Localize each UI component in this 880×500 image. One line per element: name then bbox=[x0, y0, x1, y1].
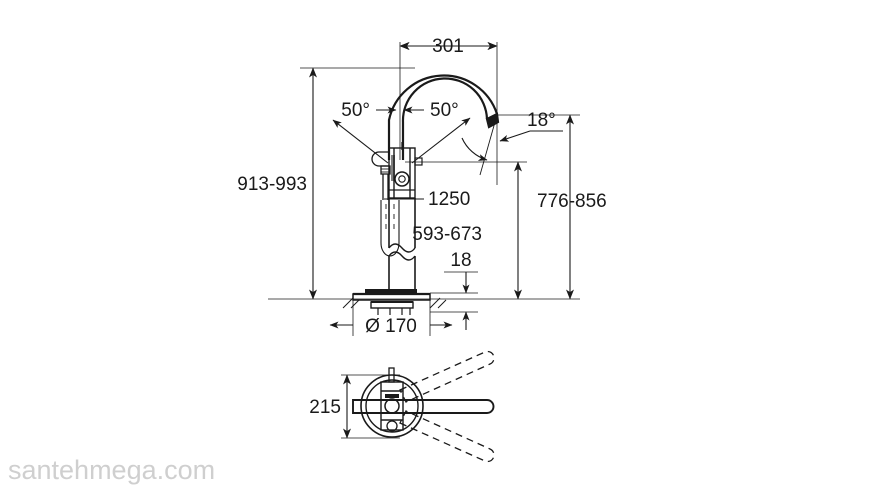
dim-301-label: 301 bbox=[432, 36, 464, 57]
lever-dashed-upper bbox=[399, 350, 495, 403]
dimension-1250: 1250 bbox=[384, 189, 470, 210]
lever-dashed-lower bbox=[399, 410, 495, 463]
dim-18deg-label: 18° bbox=[527, 110, 556, 131]
spout-arc bbox=[387, 74, 500, 160]
valve-body-plan bbox=[380, 367, 404, 432]
dim-593-673-label: 593-673 bbox=[412, 224, 482, 245]
dimension-301: 301 bbox=[399, 36, 498, 57]
dim-18-label: 18 bbox=[450, 250, 471, 271]
dimension-base-diameter: Ø 170 bbox=[329, 316, 453, 337]
base-circle-outer bbox=[360, 374, 424, 438]
dimension-215: 215 bbox=[309, 374, 400, 439]
dim-913-993-label: 913-993 bbox=[237, 174, 307, 195]
dim-215-label: 215 bbox=[309, 397, 341, 418]
dimension-50deg-left: 50° bbox=[332, 100, 397, 164]
dim-776-856-label: 776-856 bbox=[537, 191, 607, 212]
dim-1250-label: 1250 bbox=[428, 189, 470, 210]
dimension-593-673: 593-673 bbox=[412, 161, 522, 300]
hand-shower-holder bbox=[371, 151, 391, 200]
extension-lines bbox=[268, 42, 580, 336]
dim-50deg-right-label: 50° bbox=[430, 100, 459, 121]
floor-hatch bbox=[342, 297, 447, 309]
dimension-18deg: 18° bbox=[461, 110, 563, 176]
dimension-50deg-right: 50° bbox=[403, 100, 471, 164]
dimension-18: 18 bbox=[444, 250, 478, 330]
hose bbox=[380, 200, 400, 257]
site-watermark: santehmega.com bbox=[8, 455, 216, 485]
elevation-view: 301 913-993 776-856 593-673 bbox=[237, 36, 606, 337]
base-plate bbox=[342, 289, 447, 315]
dimension-776-856: 776-856 bbox=[537, 114, 607, 300]
dimension-913-993: 913-993 bbox=[237, 67, 317, 300]
dim-50deg-left-label: 50° bbox=[341, 100, 370, 121]
riser-column bbox=[388, 198, 416, 292]
plan-view: 215 bbox=[309, 350, 495, 463]
lever-solid bbox=[352, 399, 495, 414]
valve-body bbox=[388, 147, 423, 199]
base-circle-inner bbox=[365, 379, 419, 433]
dim-170-label: Ø 170 bbox=[365, 316, 417, 337]
